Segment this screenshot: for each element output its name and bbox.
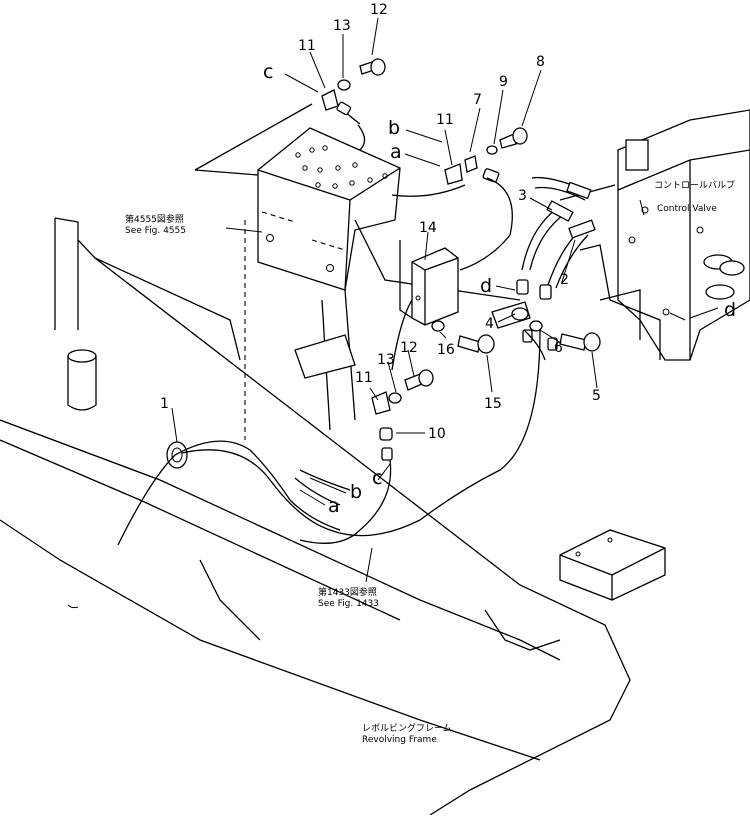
callout-12-low: 12 bbox=[400, 340, 418, 356]
valve-port-top bbox=[625, 139, 649, 171]
reference-letters: c b a d d c b a bbox=[263, 61, 736, 517]
letter-d-mid: d bbox=[480, 275, 492, 297]
reference-notes: 第4555図参照 See Fig. 4555 第1433図参照 See Fig.… bbox=[125, 179, 735, 745]
bolt-15-head bbox=[477, 334, 495, 354]
callout-12-top: 12 bbox=[370, 2, 388, 18]
frame-block bbox=[559, 529, 666, 601]
post-top bbox=[67, 349, 97, 363]
callout-13-low: 13 bbox=[377, 352, 395, 368]
note-revolving-frame-en: Revolving Frame bbox=[362, 735, 437, 745]
washer-16 bbox=[431, 320, 445, 332]
bolt-5-head bbox=[583, 332, 601, 352]
letter-c-top: c bbox=[263, 61, 273, 83]
callout-7: 7 bbox=[473, 92, 482, 108]
control-valve bbox=[559, 109, 750, 361]
note-fig4555-en: See Fig. 4555 bbox=[125, 226, 186, 236]
washer-6 bbox=[529, 320, 543, 332]
note-fig4555-jp: 第4555図参照 bbox=[125, 213, 184, 225]
callout-1: 1 bbox=[160, 396, 169, 412]
callout-10: 10 bbox=[428, 426, 446, 442]
letter-a-top: a bbox=[390, 141, 402, 163]
note-fig1433-en: See Fig. 1433 bbox=[318, 599, 379, 609]
callout-14: 14 bbox=[419, 220, 437, 236]
grommet-1 bbox=[166, 441, 188, 469]
letter-b-top: b bbox=[388, 117, 400, 139]
wire-harness bbox=[117, 177, 546, 546]
letter-c-low: c bbox=[372, 467, 382, 489]
bracket-assembly bbox=[194, 103, 521, 440]
callout-9: 9 bbox=[499, 74, 508, 90]
letter-b-low: b bbox=[350, 481, 362, 503]
fittings bbox=[431, 279, 601, 354]
letter-a-low: a bbox=[328, 495, 340, 517]
note-control-valve-jp: コントロールバルブ bbox=[654, 179, 735, 191]
note-fig1433-jp: 第1433図参照 bbox=[318, 586, 377, 598]
callout-numbers: 12 13 11 8 9 7 11 3 14 2 4 5 6 15 16 13 … bbox=[160, 2, 601, 442]
callout-15: 15 bbox=[484, 396, 502, 412]
revolving-frame bbox=[0, 217, 666, 816]
callout-6: 6 bbox=[554, 340, 563, 356]
callout-11-mid: 11 bbox=[436, 112, 454, 128]
note-control-valve-en: Control Valve bbox=[657, 204, 717, 214]
top-hardware bbox=[166, 58, 528, 469]
hoses bbox=[521, 176, 596, 289]
relay-box bbox=[399, 240, 459, 326]
callout-4: 4 bbox=[485, 316, 494, 332]
callout-11-low: 11 bbox=[355, 370, 373, 386]
letter-d-right: d bbox=[724, 299, 736, 321]
callout-2: 2 bbox=[560, 272, 569, 288]
callout-16: 16 bbox=[437, 342, 455, 358]
callout-5: 5 bbox=[592, 388, 601, 404]
callout-3: 3 bbox=[518, 188, 527, 204]
note-revolving-frame-jp: レボルビングフレーム bbox=[362, 722, 452, 734]
callout-13-top: 13 bbox=[333, 18, 351, 34]
callout-11-top: 11 bbox=[298, 38, 316, 54]
leader-lines bbox=[171, 17, 719, 583]
callout-8: 8 bbox=[536, 54, 545, 70]
